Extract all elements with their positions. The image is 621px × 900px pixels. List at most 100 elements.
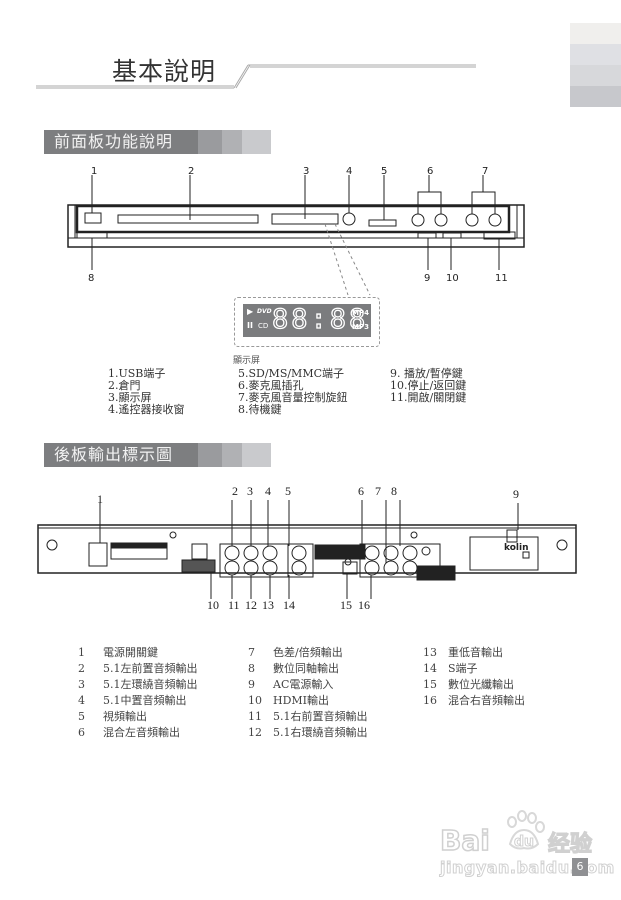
rear-callout-7: 7 <box>375 484 381 498</box>
legend-num: 15 <box>423 678 437 691</box>
legend-label: 5.1左環繞音頻輸出 <box>103 678 198 691</box>
legend-label: 視頻輸出 <box>103 710 147 723</box>
callout-8: 8 <box>88 273 95 284</box>
rear-callout-16: 16 <box>358 598 370 612</box>
side-tab-3 <box>570 65 621 86</box>
front-panel-diagram <box>67 175 525 296</box>
section-title: 前面板功能說明 <box>44 130 198 154</box>
legend-row: 14 S端子 <box>423 661 525 677</box>
legend-item: 11.開啟/關閉鍵 <box>390 391 467 404</box>
legend-row: 15 數位光纖輸出 <box>423 677 525 693</box>
callout-6: 6 <box>427 166 434 177</box>
legend-num: 3 <box>78 678 85 691</box>
legend-label: 5.1右環繞音頻輸出 <box>273 726 368 739</box>
legend-item: 8.待機鍵 <box>238 403 282 416</box>
rear-callout-4: 4 <box>265 484 271 498</box>
rear-callout-2: 2 <box>232 484 238 498</box>
legend-label: S端子 <box>448 662 478 675</box>
legend-row: 11 5.1右前置音頻輸出 <box>248 709 368 725</box>
brand-label: kolin <box>504 543 529 553</box>
section-title: 後板輸出標示圖 <box>44 443 198 467</box>
watermark-cn: 经验 <box>547 831 593 857</box>
side-tab-1 <box>570 23 621 44</box>
rear-callout-12: 12 <box>245 598 257 612</box>
legend-num: 7 <box>248 646 255 659</box>
page-header: 基本說明 <box>0 0 621 110</box>
rear-callout-8: 8 <box>391 484 397 498</box>
legend-num: 2 <box>78 662 85 675</box>
watermark-url: jingyan.baidu.com <box>440 858 615 878</box>
mp4-indicator: MP4 <box>352 309 369 317</box>
time-digits: 88:88 <box>271 303 369 335</box>
callout-1: 1 <box>91 166 98 177</box>
rear-callout-14: 14 <box>283 598 295 612</box>
rear-callout-3: 3 <box>247 484 253 498</box>
legend-label: 數位同軸輸出 <box>273 662 339 675</box>
legend-num: 11 <box>248 710 262 723</box>
legend-item: 10.停止/返回鍵 <box>390 379 467 392</box>
watermark-du: du <box>514 834 535 851</box>
section-bar-block <box>222 130 242 154</box>
legend-label: 5.1左前置音頻輸出 <box>103 662 198 675</box>
callout-5: 5 <box>381 166 388 177</box>
front-legend-col-1: 1.USB端子 2.倉門 3.顯示屏 4.遙控器接收窗 <box>108 368 185 416</box>
legend-row: 12 5.1右環繞音頻輸出 <box>248 725 368 741</box>
legend-label: 5.1中置音頻輸出 <box>103 694 187 707</box>
section-bar-block <box>198 443 222 467</box>
lcd-display: ▶ DVD II CD 88:88 MP4 MP3 <box>243 303 371 337</box>
rear-callout-1: 1 <box>97 492 103 506</box>
legend-label: 混合右音頻輸出 <box>448 694 525 707</box>
pause-icon: II <box>247 321 253 330</box>
front-legend-col-3: 9. 播放/暫停鍵 10.停止/返回鍵 11.開啟/關閉鍵 <box>390 368 466 404</box>
header-rule <box>36 64 476 89</box>
legend-num: 6 <box>78 726 85 739</box>
legend-num: 8 <box>248 662 255 675</box>
legend-label: 電源開關鍵 <box>103 646 158 659</box>
legend-num: 14 <box>423 662 437 675</box>
rear-callout-9: 9 <box>513 487 519 501</box>
dvd-indicator: DVD <box>257 308 272 315</box>
rear-callout-15: 15 <box>340 598 352 612</box>
legend-row: 5 視頻輸出 <box>78 709 198 725</box>
rear-callout-11: 11 <box>228 598 240 612</box>
legend-item: 9. 播放/暫停鍵 <box>390 367 463 380</box>
callout-10: 10 <box>446 273 459 284</box>
legend-row: 6 混合左音頻輸出 <box>78 725 198 741</box>
legend-label: 混合左音頻輸出 <box>103 726 180 739</box>
rear-callout-6: 6 <box>358 484 364 498</box>
legend-num: 5 <box>78 710 85 723</box>
display-caption: 顯示屏 <box>233 356 261 366</box>
legend-item: 6.麥克風插孔 <box>238 379 304 392</box>
legend-label: 5.1右前置音頻輸出 <box>273 710 368 723</box>
legend-label: 數位光纖輸出 <box>448 678 514 691</box>
mp3-indicator: MP3 <box>352 323 369 331</box>
callout-2: 2 <box>188 166 195 177</box>
display-callout-frame <box>234 297 380 347</box>
legend-item: 2.倉門 <box>108 379 141 392</box>
legend-row: 3 5.1左環繞音頻輸出 <box>78 677 198 693</box>
legend-item: 1.USB端子 <box>108 367 166 380</box>
legend-item: 7.麥克風音量控制旋鈕 <box>238 391 348 404</box>
page-number: 6 <box>572 858 588 876</box>
legend-label: 色差/倍頻輸出 <box>273 646 343 659</box>
cd-indicator: CD <box>258 322 269 330</box>
callout-3: 3 <box>303 166 310 177</box>
section-bar-block <box>198 130 222 154</box>
side-tab-4 <box>570 86 621 107</box>
baidu-watermark: Bai du 经验 jingyan.baidu.com <box>439 810 615 880</box>
legend-num: 12 <box>248 726 262 739</box>
callout-11: 11 <box>495 273 508 284</box>
legend-label: HDMI輸出 <box>273 694 330 707</box>
legend-label: AC電源輸入 <box>273 678 334 691</box>
side-tab-2 <box>570 44 621 65</box>
callout-4: 4 <box>346 166 353 177</box>
